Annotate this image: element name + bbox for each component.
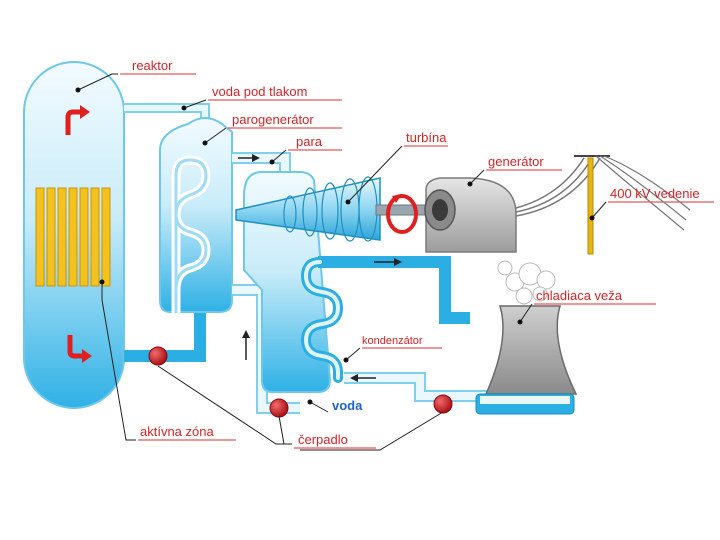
feedwater-pump-icon (269, 398, 289, 418)
cooling-basin (475, 393, 575, 415)
label-generator: generátor (488, 154, 544, 169)
label-pump: čerpadlo (298, 432, 348, 447)
feedwater-arrow-icon (242, 330, 250, 360)
flow-arrow-down-icon (67, 335, 92, 363)
label-water: voda (332, 398, 363, 413)
flow-arrow-up-icon (65, 105, 90, 135)
turbine-shaft (375, 204, 429, 216)
label-steam-generator: parogenerátor (232, 112, 314, 127)
label-turbine: turbína (406, 130, 447, 145)
cooling-tower (484, 260, 578, 395)
fuel-rods (35, 187, 111, 287)
label-condenser: kondenzátor (362, 335, 423, 347)
cooling-water-pipes (318, 256, 494, 402)
label-steam: para (296, 134, 323, 149)
return-flow-arrow-icon (350, 374, 376, 382)
generator (424, 177, 517, 253)
label-cooling-tower: chladiaca veža (536, 288, 623, 303)
leader-lines (75, 73, 714, 451)
steam-generator (159, 117, 233, 317)
turbine-icon (235, 176, 381, 242)
steam-flow-arrow-icon (238, 154, 260, 162)
condenser-coil (300, 257, 344, 383)
power-cable (515, 157, 601, 217)
rotation-arrow-icon (386, 194, 418, 234)
power-line-pylon (574, 155, 691, 255)
label-power-line: 400 kV vedenie (610, 186, 700, 201)
label-pressurized-water: voda pod tlakom (212, 84, 307, 99)
cooling-pump-icon (433, 394, 453, 414)
label-reactor: reaktor (132, 58, 173, 73)
label-core: aktívna zóna (140, 424, 214, 439)
primary-pump-icon (148, 346, 168, 366)
cooling-flow-arrow-icon (374, 258, 402, 266)
